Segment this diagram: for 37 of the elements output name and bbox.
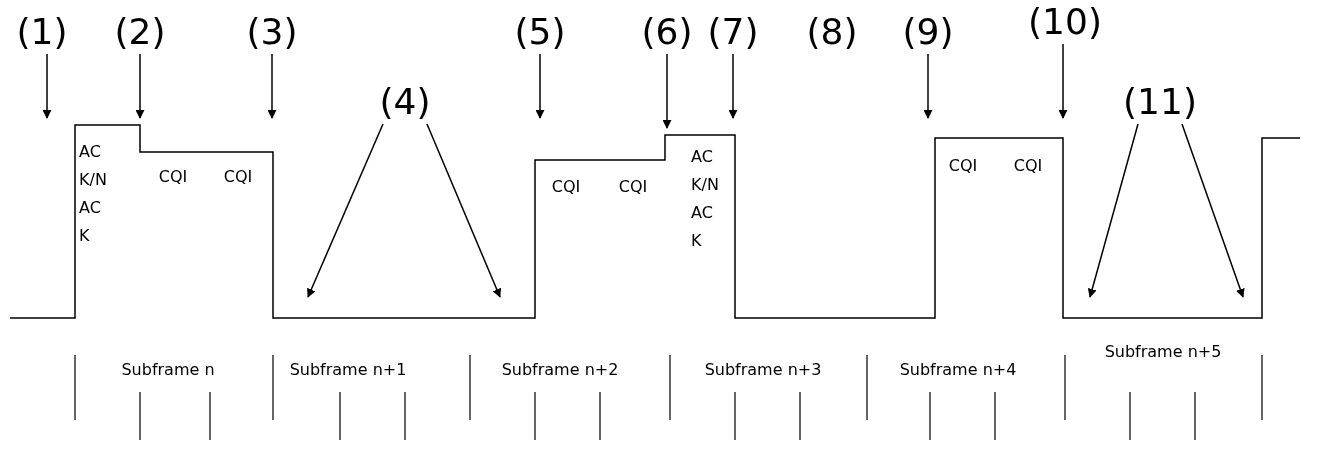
signal-label: CQI — [551, 176, 581, 198]
leader-arrow — [307, 123, 384, 298]
subframe-label: Subframe n+2 — [501, 359, 619, 381]
callout-number: (3) — [246, 12, 298, 52]
signal-label: CQI — [158, 166, 188, 188]
leader-arrow — [728, 53, 738, 119]
callout-number: (8) — [806, 12, 858, 52]
callout-number: (2) — [114, 12, 166, 52]
callout-number: (1) — [16, 12, 68, 52]
leader-arrow — [662, 53, 672, 129]
subframe-label: Subframe n — [121, 359, 215, 381]
callout-number: (11) — [1123, 82, 1197, 122]
leader-arrow — [535, 53, 545, 119]
callout-number: (7) — [707, 12, 759, 52]
callout-number: (9) — [902, 12, 954, 52]
subframe-label: Subframe n+4 — [899, 359, 1017, 381]
callout-number: (6) — [641, 12, 693, 52]
leader-arrow — [426, 123, 501, 298]
leader-arrow — [923, 53, 933, 119]
signal-label: CQI — [1013, 155, 1043, 177]
callout-number: (10) — [1028, 2, 1102, 42]
signal-label: AC K/N AC K — [691, 146, 719, 252]
leader-arrow — [1087, 123, 1139, 298]
callout-number: (4) — [379, 82, 431, 122]
signal-label: CQI — [223, 166, 253, 188]
leader-arrow — [1181, 123, 1245, 298]
signal-label: AC K/N AC K — [79, 141, 107, 247]
leader-arrow — [42, 53, 52, 119]
signal-label: CQI — [948, 155, 978, 177]
leader-arrow — [1058, 43, 1068, 119]
leader-arrow — [135, 53, 145, 119]
subframe-label: Subframe n+3 — [704, 359, 822, 381]
subframe-label: Subframe n+5 — [1104, 341, 1222, 363]
signal-label: CQI — [618, 176, 648, 198]
leader-arrow — [267, 53, 277, 119]
subframe-label: Subframe n+1 — [289, 359, 407, 381]
callout-number: (5) — [514, 12, 566, 52]
